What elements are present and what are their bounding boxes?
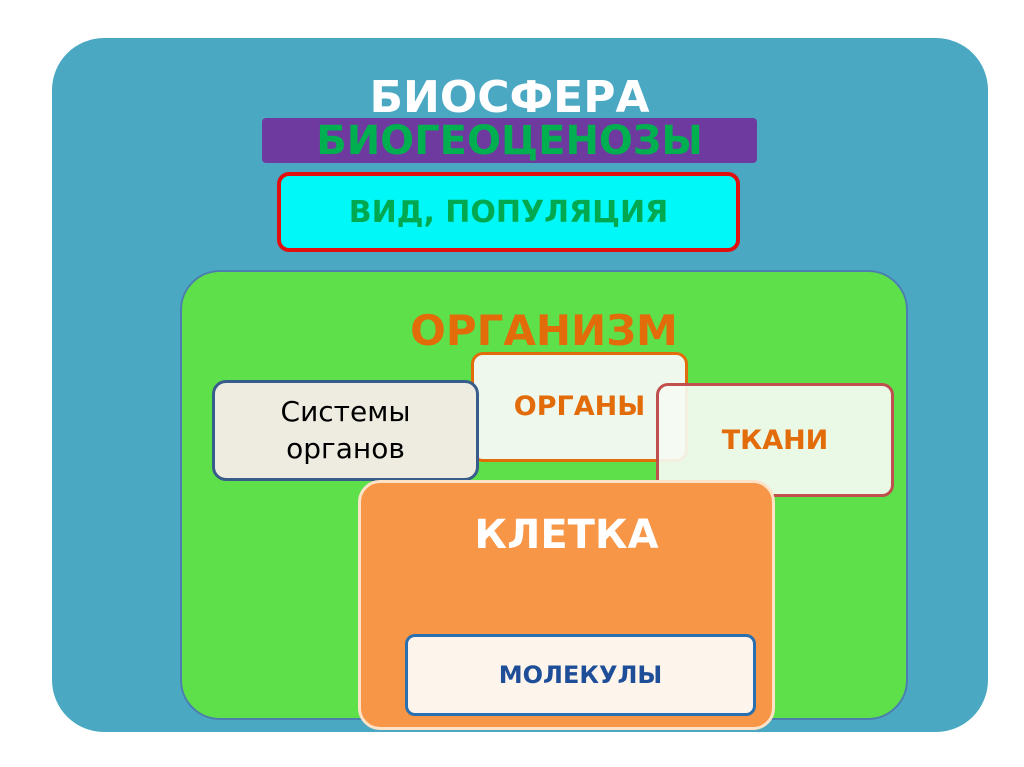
biosphere-title: БИОСФЕРА (369, 71, 650, 123)
tissues-box: ТКАНИ (656, 383, 894, 497)
organs-box: ОРГАНЫ (471, 352, 688, 462)
organ-systems-box: Системы органов (212, 380, 479, 481)
organism-title: ОРГАНИЗМ (410, 305, 678, 355)
organ-systems-line1: Системы (280, 395, 411, 429)
organ-systems-line2: органов (286, 431, 405, 465)
cell-title: КЛЕТКА (474, 512, 659, 558)
biogeocenoses-bar: БИОГЕОЦЕНОЗЫ (262, 118, 757, 163)
molecules-box: МОЛЕКУЛЫ (405, 634, 756, 716)
species-population-box: ВИД, ПОПУЛЯЦИЯ (277, 172, 740, 252)
